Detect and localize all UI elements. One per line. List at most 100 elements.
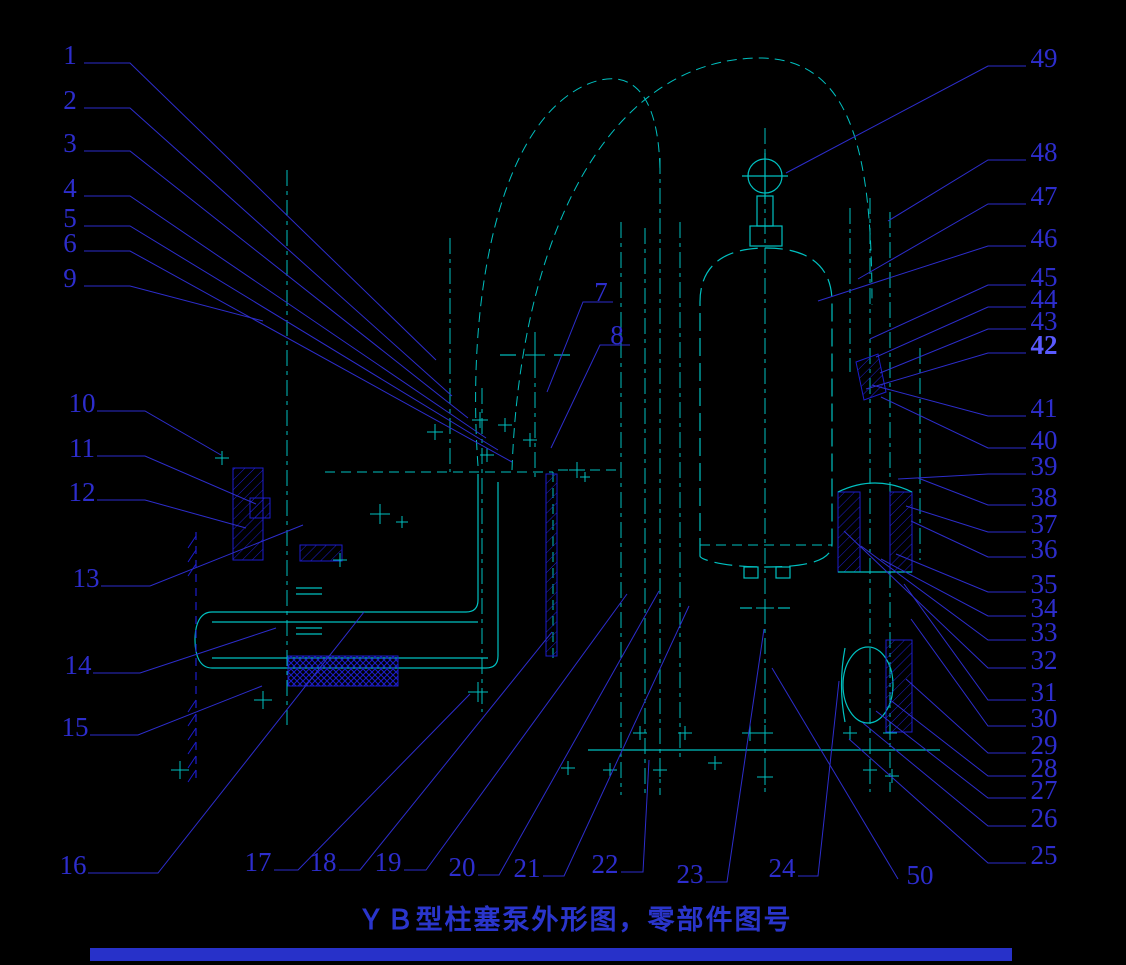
leader-line	[97, 455, 257, 505]
leader-line	[84, 250, 513, 463]
part-number: 19	[375, 847, 402, 877]
callout-12: 12	[69, 477, 247, 529]
callout-47: 47	[857, 181, 1058, 280]
leader-line	[84, 62, 437, 361]
callout-18: 18	[310, 631, 553, 877]
leader-line	[771, 667, 899, 880]
leader-line	[875, 710, 1026, 799]
callout-11: 11	[69, 433, 257, 505]
callout-14: 14	[65, 627, 277, 680]
part-number: 11	[69, 433, 95, 463]
part-number: 8	[610, 320, 624, 350]
leader-line	[546, 301, 613, 393]
callout-50: 50	[771, 667, 934, 890]
callout-44: 44	[875, 284, 1059, 358]
callout-9: 9	[63, 263, 264, 322]
callout-39: 39	[897, 451, 1058, 481]
callout-37: 37	[905, 505, 1058, 539]
leader-line	[875, 306, 1026, 358]
callout-24: 24	[769, 680, 840, 883]
part-number: 17	[245, 847, 272, 877]
part-number: 34	[1031, 593, 1059, 623]
part-number: 36	[1031, 534, 1058, 564]
callout-13: 13	[73, 524, 304, 593]
leader-line	[404, 593, 628, 871]
callout-40: 40	[880, 396, 1058, 455]
part-number: 38	[1031, 482, 1058, 512]
leader-line	[843, 530, 1026, 669]
part-number: 10	[69, 388, 96, 418]
callout-10: 10	[69, 388, 222, 456]
part-number: 39	[1031, 451, 1058, 481]
callout-45: 45	[869, 262, 1058, 340]
bearing-section	[840, 639, 913, 733]
part-number: 7	[594, 277, 608, 307]
callout-41: 41	[871, 384, 1058, 423]
valve-cylinder-section	[837, 482, 913, 573]
part-number: 2	[63, 85, 77, 115]
callout-8: 8	[550, 320, 630, 449]
leader-line	[274, 693, 471, 871]
drawing-title: ＹＢ型柱塞泵外形图，零部件图号	[357, 905, 793, 936]
leader-line	[84, 150, 469, 419]
part-number: 35	[1031, 569, 1058, 599]
leader-line	[897, 473, 1026, 480]
leader-line	[706, 628, 765, 883]
callout-42: 42	[865, 330, 1058, 390]
pipe-curve-outer	[511, 57, 873, 471]
leader-line	[478, 590, 660, 876]
callout-16: 16	[60, 611, 365, 880]
leader-line	[905, 678, 1026, 754]
leader-line	[817, 245, 1026, 302]
leader-line	[84, 225, 499, 451]
part-number: 3	[63, 128, 77, 158]
part-number: 21	[514, 853, 541, 883]
callout-22: 22	[592, 759, 650, 879]
leader-line	[887, 159, 1026, 222]
part-number: 24	[769, 853, 797, 883]
callout-6: 6	[63, 228, 513, 463]
callout-32: 32	[843, 530, 1058, 675]
part-number: 15	[62, 712, 89, 742]
part-number: 44	[1031, 284, 1059, 314]
callout-23: 23	[677, 628, 765, 889]
leader-line	[910, 618, 1026, 727]
callout-38: 38	[917, 477, 1058, 512]
callout-15: 15	[62, 685, 263, 742]
leader-line	[860, 545, 1026, 641]
pipe-curve-inner	[475, 78, 661, 467]
double-dash-marks	[296, 354, 790, 635]
part-number: 37	[1031, 509, 1058, 539]
leader-line	[88, 611, 365, 874]
callout-19: 19	[375, 593, 628, 877]
part-number: 22	[592, 849, 619, 879]
center-markers	[171, 345, 899, 785]
bottom-strip	[90, 948, 1012, 961]
part-number: 14	[65, 650, 93, 680]
leader-line	[857, 203, 1026, 280]
part-number: 9	[63, 263, 77, 293]
part-number: 33	[1031, 617, 1058, 647]
part-number: 48	[1031, 137, 1058, 167]
callout-34: 34	[880, 558, 1059, 623]
callout-25: 25	[848, 738, 1058, 870]
leader-line	[880, 558, 1026, 617]
callout-33: 33	[860, 545, 1058, 647]
part-number: 40	[1031, 425, 1058, 455]
leader-line	[785, 65, 1026, 174]
leader-line	[550, 344, 630, 449]
leader-line	[90, 685, 263, 736]
callout-5: 5	[63, 203, 499, 451]
callout-20: 20	[449, 590, 660, 882]
leader-line	[621, 759, 650, 873]
part-number: 41	[1031, 393, 1058, 423]
callout-43: 43	[879, 306, 1058, 374]
callout-4: 4	[63, 173, 487, 439]
leader-line	[895, 553, 1026, 593]
part-number: 29	[1031, 730, 1058, 760]
part-number: 5	[63, 203, 77, 233]
part-number: 45	[1031, 262, 1058, 292]
leader-line	[871, 384, 1026, 417]
